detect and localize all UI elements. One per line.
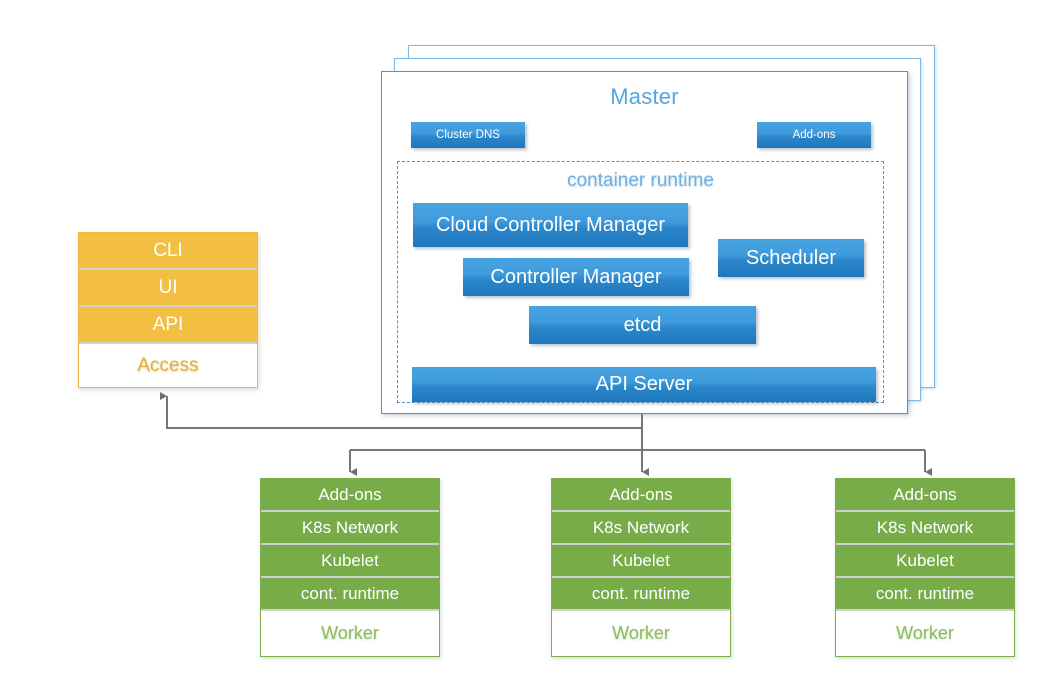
- worker-node-1: Add-ons K8s Network Kubelet cont. runtim…: [260, 478, 440, 657]
- worker-footer-label: Worker: [261, 611, 439, 656]
- access-row-ui[interactable]: UI: [79, 270, 257, 307]
- worker-row-addons[interactable]: Add-ons: [261, 479, 439, 512]
- master-panel: Master Cluster DNS Add-ons container run…: [381, 71, 908, 414]
- worker-row-kubelet[interactable]: Kubelet: [836, 545, 1014, 578]
- worker-row-cont-runtime[interactable]: cont. runtime: [552, 578, 730, 611]
- scheduler-box[interactable]: Scheduler: [718, 239, 864, 277]
- worker-row-kubelet[interactable]: Kubelet: [261, 545, 439, 578]
- worker-footer-label: Worker: [836, 611, 1014, 656]
- cloud-controller-manager-box[interactable]: Cloud Controller Manager: [413, 203, 688, 247]
- worker-footer-label: Worker: [552, 611, 730, 656]
- master-title: Master: [610, 84, 679, 109]
- worker-row-k8s-network[interactable]: K8s Network: [836, 512, 1014, 545]
- worker-row-cont-runtime[interactable]: cont. runtime: [261, 578, 439, 611]
- cluster-dns-box[interactable]: Cluster DNS: [411, 122, 525, 148]
- api-server-box[interactable]: API Server: [412, 367, 876, 402]
- access-row-cli[interactable]: CLI: [79, 233, 257, 270]
- worker-row-addons[interactable]: Add-ons: [552, 479, 730, 512]
- container-runtime-title: container runtime: [567, 170, 714, 191]
- worker-node-3: Add-ons K8s Network Kubelet cont. runtim…: [835, 478, 1015, 657]
- controller-manager-box[interactable]: Controller Manager: [463, 258, 689, 296]
- access-row-api[interactable]: API: [79, 307, 257, 344]
- worker-row-cont-runtime[interactable]: cont. runtime: [836, 578, 1014, 611]
- worker-row-kubelet[interactable]: Kubelet: [552, 545, 730, 578]
- worker-node-2: Add-ons K8s Network Kubelet cont. runtim…: [551, 478, 731, 657]
- worker-row-k8s-network[interactable]: K8s Network: [261, 512, 439, 545]
- worker-row-k8s-network[interactable]: K8s Network: [552, 512, 730, 545]
- access-footer-label: Access: [79, 344, 257, 387]
- container-runtime-region: container runtime: [397, 161, 884, 403]
- worker-row-addons[interactable]: Add-ons: [836, 479, 1014, 512]
- etcd-box[interactable]: etcd: [529, 306, 756, 344]
- access-panel: CLI UI API Access: [78, 232, 258, 388]
- master-addons-box[interactable]: Add-ons: [757, 122, 871, 148]
